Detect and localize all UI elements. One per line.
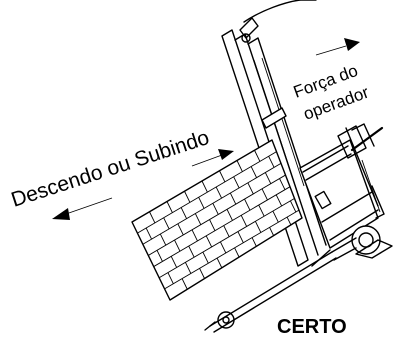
brick-joint-line [233, 176, 240, 189]
carriage-bracket [261, 107, 287, 129]
brick-joint-line [180, 207, 188, 219]
brick-joint-line [244, 198, 251, 211]
brick-joint-line [159, 233, 167, 246]
brick-joint-line [229, 192, 237, 205]
brick-joint-line [219, 241, 227, 254]
arrow-right-up-force [315, 38, 360, 56]
brick-joint-line [188, 245, 195, 258]
brick-joint-line [261, 188, 268, 201]
brick-joint-line [268, 156, 275, 168]
brick-joint-line [254, 150, 261, 162]
brick-joint-line [202, 251, 209, 264]
brick-joint-line [247, 182, 254, 195]
brick-joint-line [163, 217, 170, 230]
brick-joint-line [181, 278, 188, 290]
brick-joint-line [275, 194, 283, 207]
arrow-left-down [52, 197, 113, 220]
brick-joint-line [201, 180, 208, 193]
brick-joint-line [205, 235, 213, 248]
brick-joint-line [184, 191, 191, 203]
brick-joint-line [223, 225, 230, 237]
brick-joint-line [237, 231, 244, 243]
brick-joint-line [254, 221, 262, 233]
brick-joint-line [199, 268, 206, 280]
chassis-and-ramp [204, 237, 357, 333]
brick-joint-line [258, 204, 265, 217]
brick-joint-line [250, 166, 258, 178]
brick-joint-line [215, 186, 223, 199]
brick-joint-line [177, 223, 184, 236]
verdict-label: CERTO [277, 316, 347, 338]
brick-joint-line [226, 209, 233, 221]
mast-top [239, 0, 317, 43]
brick-joint-line [198, 197, 205, 209]
brick-joint-line [170, 256, 178, 268]
brick-joint-line [166, 201, 173, 213]
brick-joint-line [184, 262, 192, 274]
brick-joint-line [272, 210, 279, 223]
brick-joint-line [279, 178, 286, 190]
brick-joint-line [156, 250, 163, 262]
brick-joint-line [174, 239, 181, 252]
brick-joint-line [167, 272, 174, 284]
brick-load [131, 139, 303, 301]
brick-joint-line [194, 213, 202, 225]
brick-joint-line [145, 227, 153, 240]
brick-joint-line [209, 219, 216, 231]
brick-joint-line [289, 200, 297, 213]
brick-joint-line [240, 215, 248, 227]
brick-course-line [158, 195, 300, 279]
brick-joint-line [219, 170, 226, 183]
brick-joint-line [236, 160, 243, 172]
brick-joint-line [191, 229, 198, 242]
arrow-right-up-mid [191, 149, 234, 167]
brick-joint-line [212, 203, 219, 215]
brick-joint-line [149, 211, 156, 224]
brick-joint-line [216, 257, 223, 270]
forklift-body [299, 123, 385, 249]
brick-joint-line [264, 172, 272, 184]
